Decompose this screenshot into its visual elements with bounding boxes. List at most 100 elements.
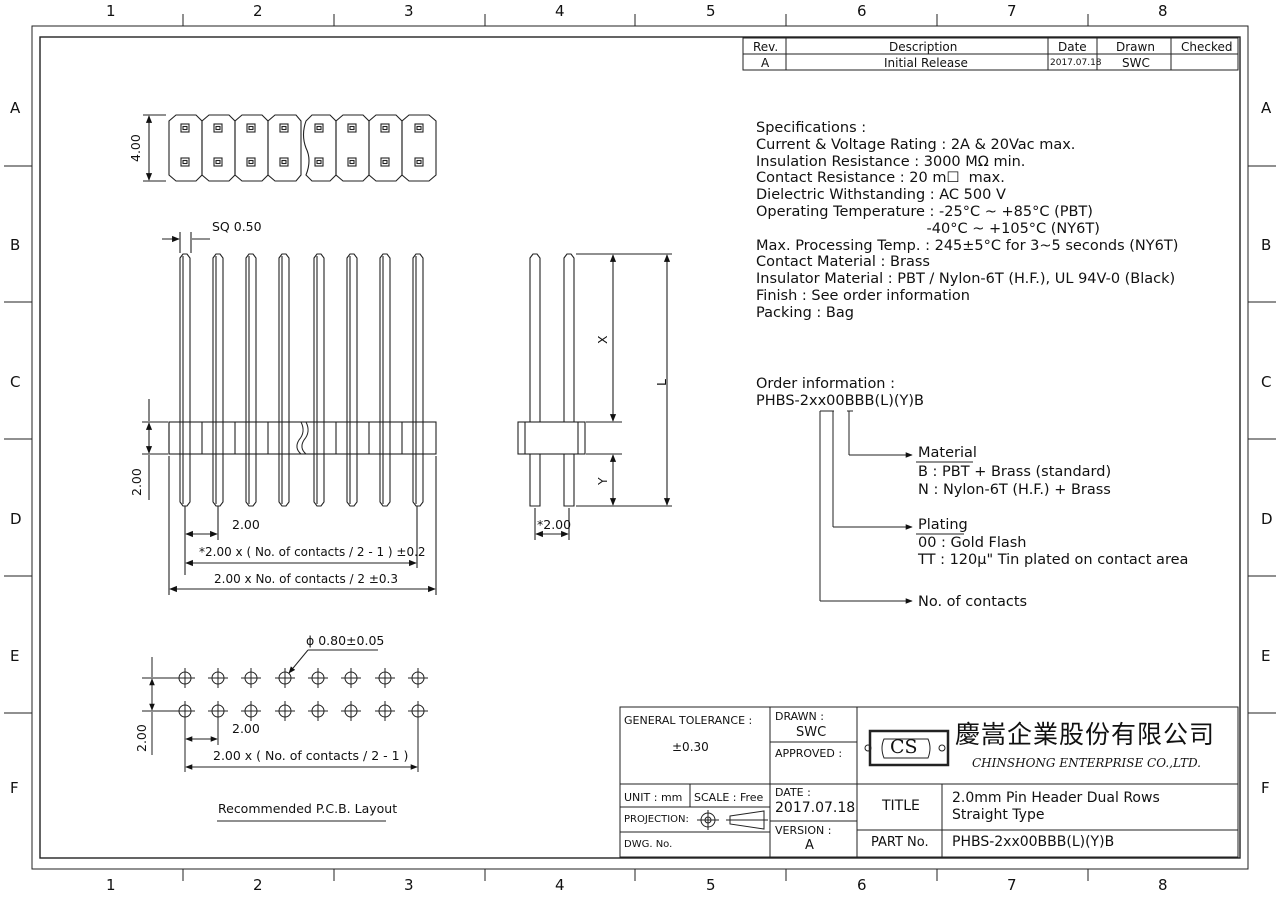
projection-label: PROJECTION: xyxy=(624,814,689,825)
description-value: Initial Release xyxy=(884,56,968,70)
material-title: Material xyxy=(918,445,977,461)
column-label: 1 xyxy=(106,876,116,894)
part-no-value: PHBS-2xx00BBB(L)(Y)B xyxy=(952,834,1115,850)
general-tolerance-label: GENERAL TOLERANCE : xyxy=(624,714,753,727)
spec-line: Current & Voltage Rating : 2A & 20Vac ma… xyxy=(756,136,1076,153)
material-option-n: N : Nylon-6T (H.F.) + Brass xyxy=(918,482,1111,498)
dim-sq: SQ 0.50 xyxy=(212,219,262,234)
dim-body-height: 2.00 xyxy=(129,468,144,496)
spec-line: Operating Temperature : -25°C ~ +85°C (P… xyxy=(756,203,1093,220)
specifications-heading: Specifications : xyxy=(756,120,867,136)
spec-line: Contact Resistance : 20 m☐ max. xyxy=(756,170,1005,187)
row-label: A xyxy=(10,99,21,117)
description-header: Description xyxy=(889,40,958,54)
rev-value: A xyxy=(761,56,770,70)
dim-hole-diameter: ϕ 0.80±0.05 xyxy=(306,633,385,648)
company-logo: CS xyxy=(890,736,918,758)
column-label: 8 xyxy=(1158,876,1168,894)
order-info-heading: Order information : xyxy=(756,376,895,392)
rev-date-value: 2017.07.18 xyxy=(1050,58,1102,68)
plating-option-tt: TT : 120µ" Tin plated on contact area xyxy=(918,552,1189,568)
dwg-no-label: DWG. No. xyxy=(624,839,673,850)
dim-overall-length: 2.00 x No. of contacts / 2 ±0.3 xyxy=(214,572,398,586)
date-label: DATE : xyxy=(775,786,811,799)
row-label: D xyxy=(10,510,22,528)
title-line-1: 2.0mm Pin Header Dual Rows xyxy=(952,790,1160,806)
spec-line: Insulation Resistance : 3000 MΩ min. xyxy=(756,153,1026,170)
column-label: 3 xyxy=(404,2,414,20)
spec-line: Packing : Bag xyxy=(756,304,854,321)
unit-label: UNIT : mm xyxy=(624,791,683,804)
front-view xyxy=(142,232,437,595)
row-label: E xyxy=(10,647,20,665)
row-label: F xyxy=(1261,779,1270,797)
row-label: A xyxy=(1261,99,1272,117)
row-label: C xyxy=(1261,373,1272,391)
column-label: 7 xyxy=(1007,2,1017,20)
plating-option-00: 00 : Gold Flash xyxy=(918,535,1027,551)
column-label: 4 xyxy=(555,2,565,20)
version-label: VERSION : xyxy=(775,824,832,837)
part-no-label: PART No. xyxy=(871,835,929,850)
dim-y: Y xyxy=(595,477,610,485)
row-label: E xyxy=(1261,647,1271,665)
row-label: B xyxy=(1261,236,1272,254)
column-label: 8 xyxy=(1158,2,1168,20)
outer-frame xyxy=(31,25,1249,870)
company-name-en: CHINSHONG ENTERPRISE CO.,LTD. xyxy=(972,756,1201,770)
scale-label: SCALE : Free xyxy=(694,791,764,804)
pcb-layout xyxy=(142,649,428,822)
pcb-caption: Recommended P.C.B. Layout xyxy=(218,801,398,816)
column-label: 7 xyxy=(1007,876,1017,894)
column-label: 1 xyxy=(106,2,116,20)
general-tolerance-value: ±0.30 xyxy=(672,740,709,754)
date-value: 2017.07.18 xyxy=(775,800,856,816)
row-label: C xyxy=(10,373,21,391)
dim-pitch: 2.00 xyxy=(232,517,260,532)
spec-line: Dielectric Withstanding : AC 500 V xyxy=(756,187,1006,204)
dim-height-top: 4.00 xyxy=(128,134,143,162)
contacts-label: No. of contacts xyxy=(918,594,1028,610)
dim-x: X xyxy=(595,335,610,344)
dim-pcb-pitch: 2.00 xyxy=(232,721,260,736)
dim-span-pitch: *2.00 x ( No. of contacts / 2 - 1 ) ±0.2 xyxy=(199,545,426,559)
inner-frame xyxy=(39,36,1241,859)
column-label: 5 xyxy=(706,876,716,894)
title-label: TITLE xyxy=(882,798,920,814)
dim-side-pitch: *2.00 xyxy=(537,517,572,532)
spec-line: Max. Processing Temp. : 245±5°C for 3~5 … xyxy=(756,237,1179,254)
spec-line: Contact Material : Brass xyxy=(756,254,930,271)
date-header: Date xyxy=(1058,40,1087,54)
plating-title: Plating xyxy=(918,517,968,533)
title-line-2: Straight Type xyxy=(952,807,1045,823)
spec-line: -40°C ~ +105°C (NY6T) xyxy=(756,220,1100,237)
top-view xyxy=(143,114,437,182)
dim-pcb-span: 2.00 x ( No. of contacts / 2 - 1 ) xyxy=(213,748,409,763)
dim-l: L xyxy=(654,379,669,386)
row-label: D xyxy=(1261,510,1273,528)
dim-pcb-row-pitch: 2.00 xyxy=(134,724,149,752)
row-label: B xyxy=(10,236,21,254)
company-name-cn: 慶嵩企業股份有限公司 xyxy=(955,720,1216,749)
column-label: 3 xyxy=(404,876,414,894)
approved-label: APPROVED : xyxy=(775,747,843,760)
revision-table xyxy=(742,37,1239,71)
spec-line: Finish : See order information xyxy=(756,287,970,304)
column-label: 6 xyxy=(857,2,867,20)
drawn-header: Drawn xyxy=(1116,40,1155,54)
row-label: F xyxy=(10,779,19,797)
material-option-b: B : PBT + Brass (standard) xyxy=(918,464,1112,480)
column-label: 5 xyxy=(706,2,716,20)
drawn-value: SWC xyxy=(796,725,827,740)
version-value: A xyxy=(805,838,814,853)
rev-drawn-value: SWC xyxy=(1122,56,1150,70)
column-label: 4 xyxy=(555,876,565,894)
spec-line: Insulator Material : PBT / Nylon-6T (H.F… xyxy=(756,271,1176,288)
order-part-code: PHBS-2xx00BBB(L)(Y)B xyxy=(756,393,924,409)
checked-header: Checked xyxy=(1181,40,1233,54)
specifications-block: Specifications : Current & Voltage Ratin… xyxy=(756,120,1178,322)
side-view xyxy=(517,253,672,540)
column-label: 2 xyxy=(253,2,263,20)
zone-ticks xyxy=(4,14,1276,881)
